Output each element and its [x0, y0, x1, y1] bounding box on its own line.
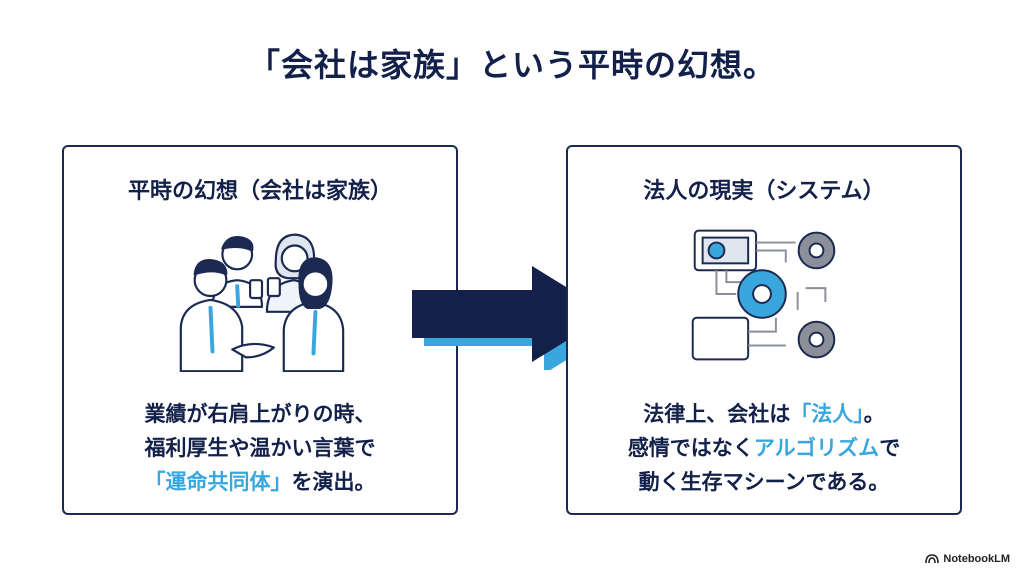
brand-label: NotebookLM — [943, 553, 1010, 565]
right-line-3: 動く生存マシーンである。 — [638, 470, 890, 494]
right-line-1-pre: 法律上、会社は — [643, 402, 791, 426]
right-panel-description: 法律上、会社は「法人」。 感情ではなくアルゴリズムで 動く生存マシーンである。 — [568, 397, 960, 499]
left-line-2: 福利厚生や温かい言葉で — [144, 436, 376, 460]
page-title: 「会社は家族」という平時の幻想。 — [247, 46, 776, 84]
team-handshake-illustration — [179, 233, 345, 372]
right-line-1: 法律上、会社は「法人」。 — [568, 397, 960, 431]
left-panel-heading: 平時の幻想（会社は家族） — [127, 179, 392, 204]
brand-watermark: NotebookLM — [925, 553, 1010, 565]
peacetime-illusion-panel: 平時の幻想（会社は家族） — [62, 145, 458, 515]
community-highlight: 「運命共同体」 — [144, 470, 292, 494]
left-line-3-rest: を演出。 — [291, 470, 376, 494]
corporate-reality-panel: 法人の現実（システム） 法律上、会社は「法人」。 — [566, 145, 962, 515]
algorithm-highlight: アルゴリズム — [753, 436, 880, 460]
gear-icon — [737, 269, 787, 319]
gear-icon — [797, 231, 836, 270]
right-panel-heading: 法人の現実（システム） — [643, 179, 885, 204]
gear-icon — [797, 320, 836, 359]
left-line-3: 「運命共同体」を演出。 — [64, 465, 456, 499]
right-line-2: 感情ではなくアルゴリズムで — [568, 431, 960, 465]
notebooklm-logo-icon — [925, 554, 940, 564]
right-line-2-post: で — [879, 436, 901, 460]
left-line-1: 業績が右肩上がりの時、 — [144, 402, 376, 426]
left-panel-description: 業績が右肩上がりの時、 福利厚生や温かい言葉で 「運命共同体」を演出。 — [64, 397, 456, 499]
legal-entity-highlight: 「法人」 — [790, 402, 864, 426]
right-line-1-post: 。 — [863, 402, 885, 426]
right-line-2-pre: 感情ではなく — [627, 436, 754, 460]
gears-machine-illustration — [691, 229, 836, 361]
